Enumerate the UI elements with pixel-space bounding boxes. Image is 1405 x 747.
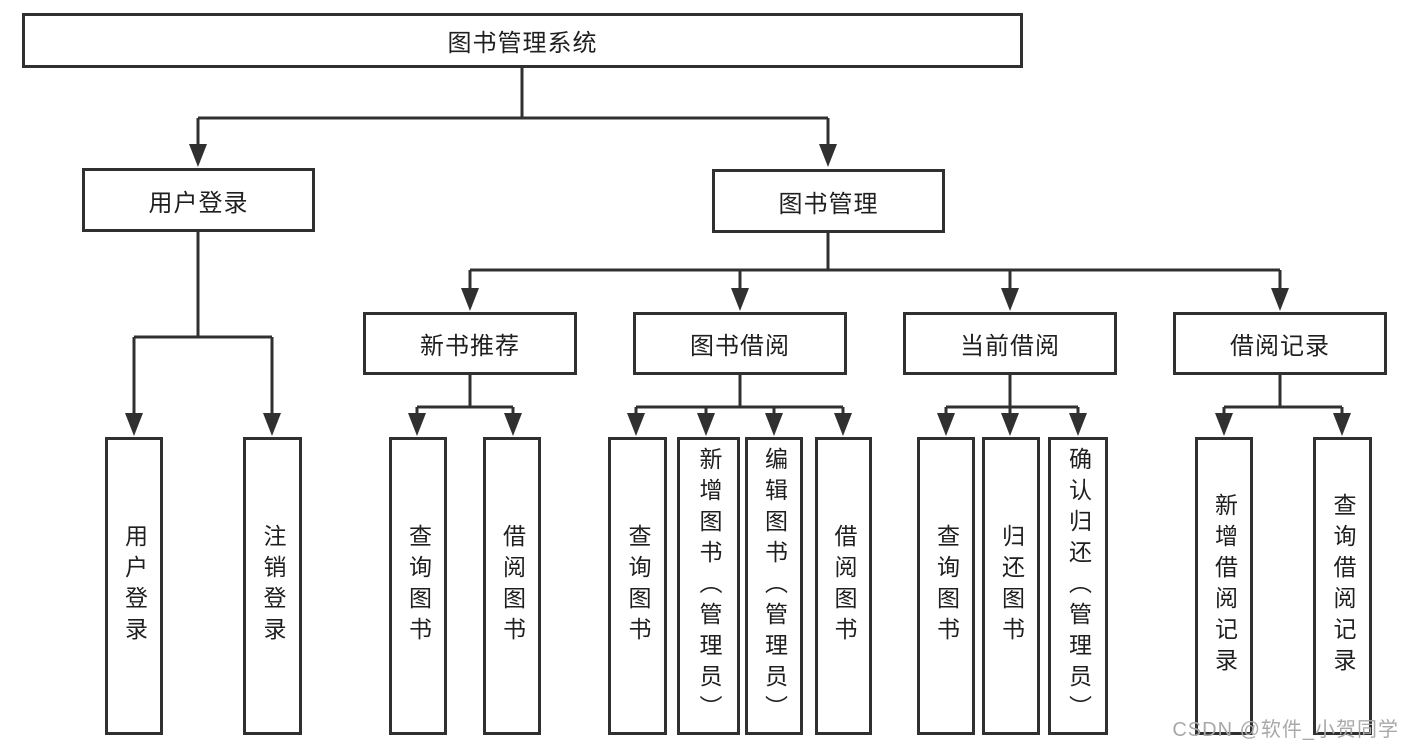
node-leaf-edit-books-admin-label: 编辑图书（管理员）: [761, 446, 788, 726]
node-leaf-user-login: 用户登录: [105, 437, 163, 735]
node-borrowing-records-label: 借阅记录: [1230, 333, 1330, 360]
node-new-book-recommend-label: 新书推荐: [420, 333, 520, 360]
node-root: 图书管理系统: [22, 13, 1023, 68]
node-leaf-return-books-label: 归还图书: [998, 524, 1025, 648]
watermark: CSDN @软件_小贺同学: [1172, 719, 1399, 741]
node-borrowing-records: 借阅记录: [1173, 312, 1387, 375]
node-root-label: 图书管理系统: [447, 30, 598, 57]
node-leaf-query-books-borrowing-label: 查询图书: [625, 524, 651, 648]
node-book-borrowing: 图书借阅: [633, 312, 847, 375]
node-leaf-user-login-label: 用户登录: [121, 524, 148, 648]
node-book-management: 图书管理: [712, 169, 945, 233]
node-leaf-query-borrow-record: 查询借阅记录: [1313, 437, 1372, 735]
node-leaf-add-borrow-record: 新增借阅记录: [1195, 437, 1253, 735]
node-leaf-query-books-borrowing: 查询图书: [608, 437, 667, 735]
node-leaf-borrow-books: 借阅图书: [815, 437, 872, 735]
node-leaf-borrow-books-label: 借阅图书: [831, 524, 857, 648]
node-current-borrowing: 当前借阅: [903, 312, 1117, 375]
node-leaf-query-books-current: 查询图书: [917, 437, 975, 735]
node-leaf-logout: 注销登录: [243, 437, 302, 735]
node-new-book-recommend: 新书推荐: [363, 312, 577, 375]
node-leaf-query-books-recommend: 查询图书: [389, 437, 447, 735]
node-leaf-query-books-current-label: 查询图书: [933, 524, 960, 648]
node-leaf-borrow-books-recommend-label: 借阅图书: [499, 524, 526, 648]
node-book-management-label: 图书管理: [778, 190, 879, 218]
node-leaf-add-books-admin-label: 新增图书（管理员）: [696, 446, 722, 726]
node-leaf-query-books-recommend-label: 查询图书: [405, 524, 432, 648]
node-leaf-confirm-return-admin-label: 确认归还（管理员）: [1065, 446, 1092, 726]
node-user-login-label: 用户登录: [148, 189, 249, 217]
node-leaf-borrow-books-recommend: 借阅图书: [483, 437, 541, 735]
node-leaf-add-books-admin: 新增图书（管理员）: [677, 437, 740, 735]
node-leaf-query-borrow-record-label: 查询借阅记录: [1330, 493, 1356, 679]
node-leaf-logout-label: 注销登录: [260, 524, 286, 648]
node-leaf-edit-books-admin: 编辑图书（管理员）: [745, 437, 803, 735]
node-leaf-return-books: 归还图书: [982, 437, 1040, 735]
node-user-login: 用户登录: [82, 168, 315, 232]
node-current-borrowing-label: 当前借阅: [960, 333, 1060, 360]
node-book-borrowing-label: 图书借阅: [690, 333, 790, 360]
node-leaf-confirm-return-admin: 确认归还（管理员）: [1048, 437, 1108, 735]
node-leaf-add-borrow-record-label: 新增借阅记录: [1211, 493, 1238, 679]
